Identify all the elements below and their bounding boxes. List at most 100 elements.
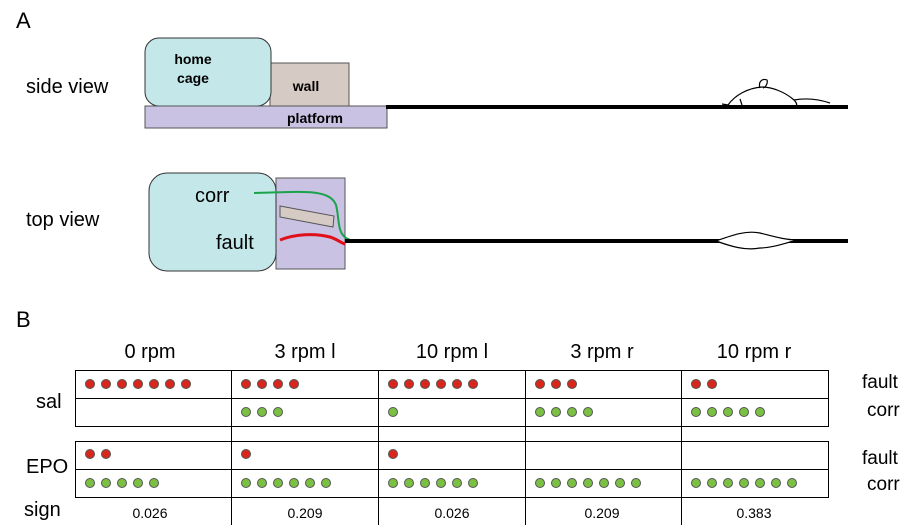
platform-label: platform [287, 110, 343, 126]
fault-dot [551, 379, 561, 389]
corr-dot [739, 478, 749, 488]
corr-dot [551, 478, 561, 488]
fault-path [279, 233, 346, 246]
corr-dot [787, 478, 797, 488]
corr-dot [755, 407, 765, 417]
dot-group-epo-corr [241, 478, 331, 488]
dot-group-epo-corr [388, 478, 478, 488]
corr-dot [452, 478, 462, 488]
dot-group-epo-fault [241, 449, 251, 459]
dot-group-epo-corr [691, 478, 797, 488]
sign-value: 0.026 [132, 505, 168, 521]
corr-dot [101, 478, 111, 488]
fault-dot [707, 379, 717, 389]
dot-group-sal-corr [535, 407, 593, 417]
corr-dot [133, 478, 143, 488]
dot-group-sal-fault [241, 379, 299, 389]
dot-group-sal-corr [691, 407, 765, 417]
corr-dot [388, 407, 398, 417]
fault-dot [85, 379, 95, 389]
corr-label: corr [195, 185, 230, 207]
fault-dot [452, 379, 462, 389]
fault-dot [535, 379, 545, 389]
corr-dot [420, 478, 430, 488]
fault-dot [388, 379, 398, 389]
panel-a-letter: A [16, 8, 31, 33]
corr-dot [535, 407, 545, 417]
corr-dot [257, 478, 267, 488]
column-header: 10 rpm l [415, 341, 489, 363]
sign-value: 0.026 [434, 505, 470, 521]
corr-dot [567, 407, 577, 417]
mouse-side-icon [721, 78, 831, 107]
corr-path [253, 190, 351, 241]
corr-dot [583, 407, 593, 417]
fault-dot [388, 449, 398, 459]
corr-dot [691, 478, 701, 488]
corr-dot [85, 478, 95, 488]
fault-dot [436, 379, 446, 389]
top-wall-block [279, 205, 335, 228]
dot-group-sal-corr [388, 407, 398, 417]
corr-dot [388, 478, 398, 488]
corr-dot [615, 478, 625, 488]
corr-dot [631, 478, 641, 488]
dot-group-epo-corr [535, 478, 641, 488]
corr-dot [771, 478, 781, 488]
column-header: 3 rpm r [570, 341, 634, 363]
corr-dot [273, 478, 283, 488]
row-label-epo: EPO [26, 456, 69, 478]
apparatus-diagram [144, 37, 848, 272]
dot-group-sal-corr [241, 407, 283, 417]
fault-dot [101, 449, 111, 459]
column-header: 0 rpm [124, 341, 176, 363]
fault-dot [181, 379, 191, 389]
corr-dot [707, 478, 717, 488]
column-header: 10 rpm r [716, 341, 792, 363]
fault-dot [149, 379, 159, 389]
fault-dot [468, 379, 478, 389]
dot-group-epo-fault [85, 449, 111, 459]
platform-block [144, 105, 388, 129]
top-home-cage-block [148, 172, 277, 272]
corr-dot [257, 407, 267, 417]
dot-group-epo-fault [388, 449, 398, 459]
row-label-sign: sign [24, 499, 61, 521]
side-view-label: side view [26, 76, 109, 98]
panel-b-letter: B [16, 307, 31, 332]
fault-dot [273, 379, 283, 389]
corr-dot [755, 478, 765, 488]
corr-dot [117, 478, 127, 488]
fault-dot [691, 379, 701, 389]
fault-dot [133, 379, 143, 389]
corr-dot [273, 407, 283, 417]
side-label-fault-sal: fault [862, 372, 898, 393]
corr-dot [241, 407, 251, 417]
side-label-corr-sal: corr [867, 400, 900, 421]
corr-dot [404, 478, 414, 488]
corr-dot [241, 478, 251, 488]
mouse-top-icon [714, 231, 799, 250]
corr-dot [723, 407, 733, 417]
row-label-sal: sal [36, 391, 62, 413]
fault-dot [165, 379, 175, 389]
fault-dot [289, 379, 299, 389]
fault-dot [101, 379, 111, 389]
corr-dot [305, 478, 315, 488]
corr-dot [289, 478, 299, 488]
corr-dot [436, 478, 446, 488]
sign-value: 0.383 [736, 505, 772, 521]
column-header: 3 rpm l [274, 341, 336, 363]
corr-dot [535, 478, 545, 488]
sign-value: 0.209 [584, 505, 620, 521]
sign-value: 0.209 [287, 505, 323, 521]
corr-dot [149, 478, 159, 488]
dot-group-sal-fault [388, 379, 478, 389]
dot-group-sal-fault [535, 379, 577, 389]
corr-dot [739, 407, 749, 417]
home-cage-label: home cage [174, 51, 212, 86]
dot-group-sal-fault [691, 379, 717, 389]
fault-dot [567, 379, 577, 389]
fault-dot [241, 379, 251, 389]
fault-dot [257, 379, 267, 389]
